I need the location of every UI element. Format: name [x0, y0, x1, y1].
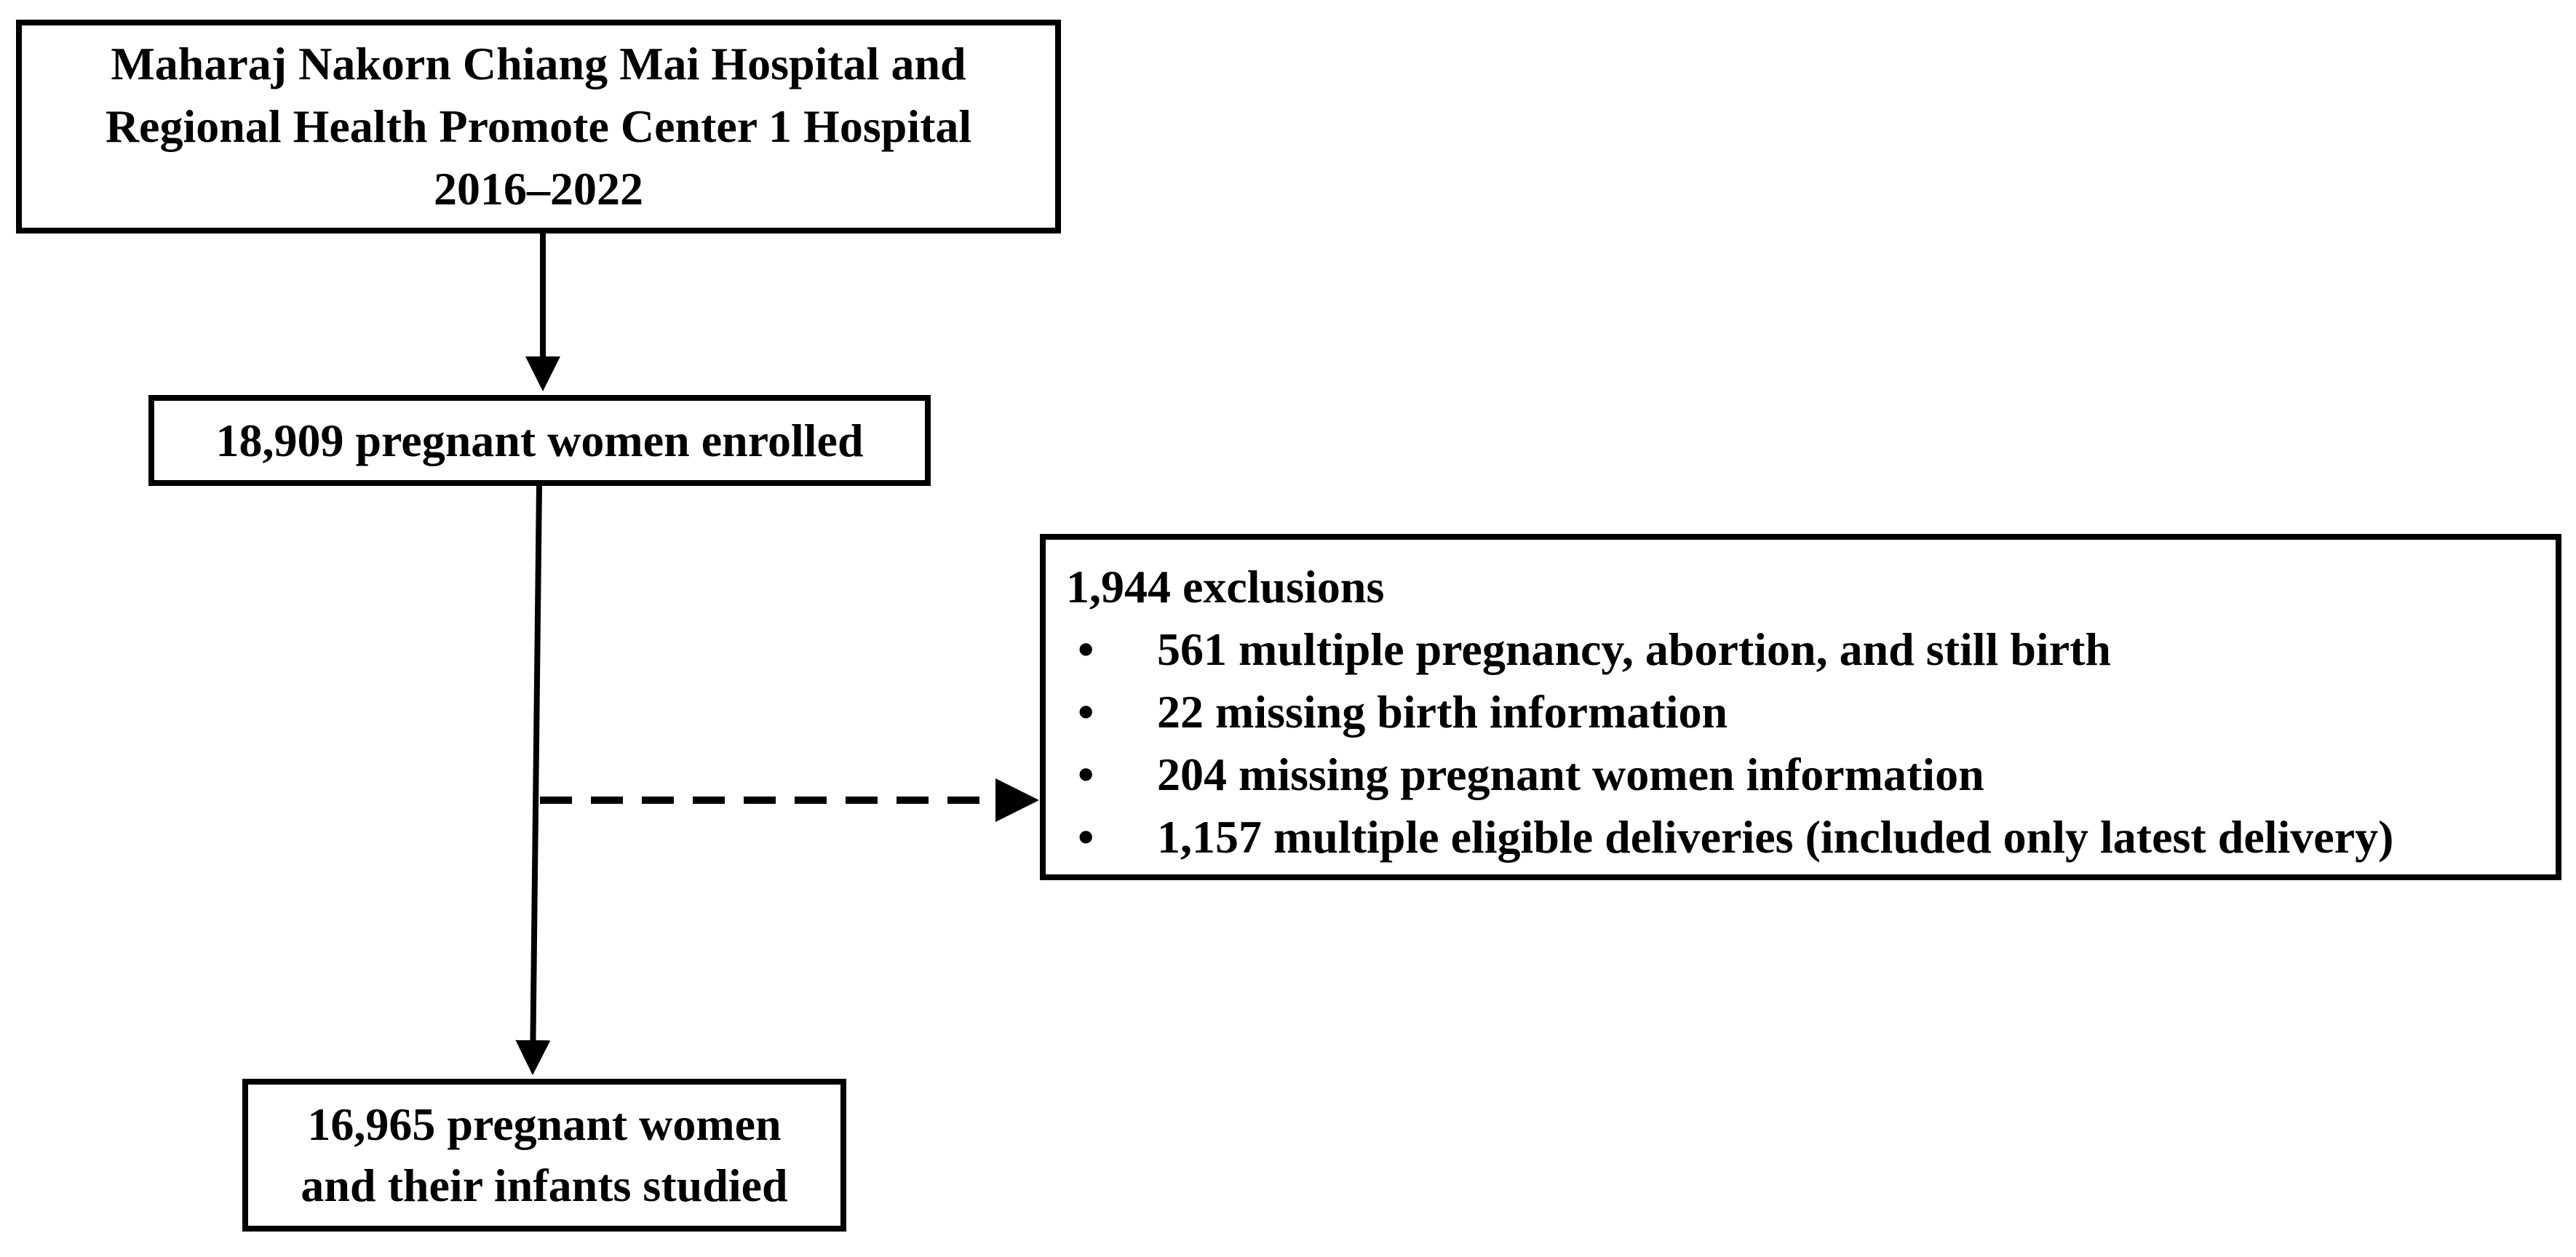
exclusion-item: • 22 missing birth information — [1066, 681, 2556, 743]
enrolled-box: 18,909 pregnant women enrolled — [148, 395, 931, 486]
exclusion-item-text: 561 multiple pregnancy, abortion, and st… — [1157, 623, 2111, 675]
source-line-3: 2016–2022 — [434, 163, 643, 215]
exclusions-title: 1,944 exclusions — [1066, 561, 1385, 612]
exclusions-box: 1,944 exclusions • 561 multiple pregnanc… — [1040, 534, 2561, 880]
studied-box: 16,965 pregnant women and their infants … — [242, 1079, 846, 1232]
bullet-icon: • — [1078, 623, 1094, 675]
exclusion-item-text: 204 missing pregnant women information — [1157, 749, 1984, 800]
bullet-icon: • — [1078, 811, 1094, 863]
exclusion-item: • 1,157 multiple eligible deliveries (in… — [1066, 806, 2556, 869]
exclusion-item: • 561 multiple pregnancy, abortion, and … — [1066, 618, 2556, 681]
source-hospitals-box: Maharaj Nakorn Chiang Mai Hospital and R… — [16, 20, 1061, 234]
exclusions-list: • 561 multiple pregnancy, abortion, and … — [1066, 618, 2556, 869]
source-line-1: Maharaj Nakorn Chiang Mai Hospital and — [111, 38, 966, 89]
studied-line-1: 16,965 pregnant women — [307, 1098, 782, 1150]
studied-line-2: and their infants studied — [301, 1160, 788, 1211]
bullet-icon: • — [1078, 749, 1094, 800]
exclusion-item-text: 1,157 multiple eligible deliveries (incl… — [1157, 811, 2394, 863]
exclusion-item-text: 22 missing birth information — [1157, 686, 1728, 738]
arrow-enrolled-to-studied — [515, 485, 551, 1075]
bullet-icon: • — [1078, 686, 1094, 738]
source-line-2: Regional Health Promote Center 1 Hospita… — [105, 100, 972, 152]
enrolled-text: 18,909 pregnant women enrolled — [215, 414, 864, 466]
exclusion-item: • 204 missing pregnant women information — [1066, 743, 2556, 806]
